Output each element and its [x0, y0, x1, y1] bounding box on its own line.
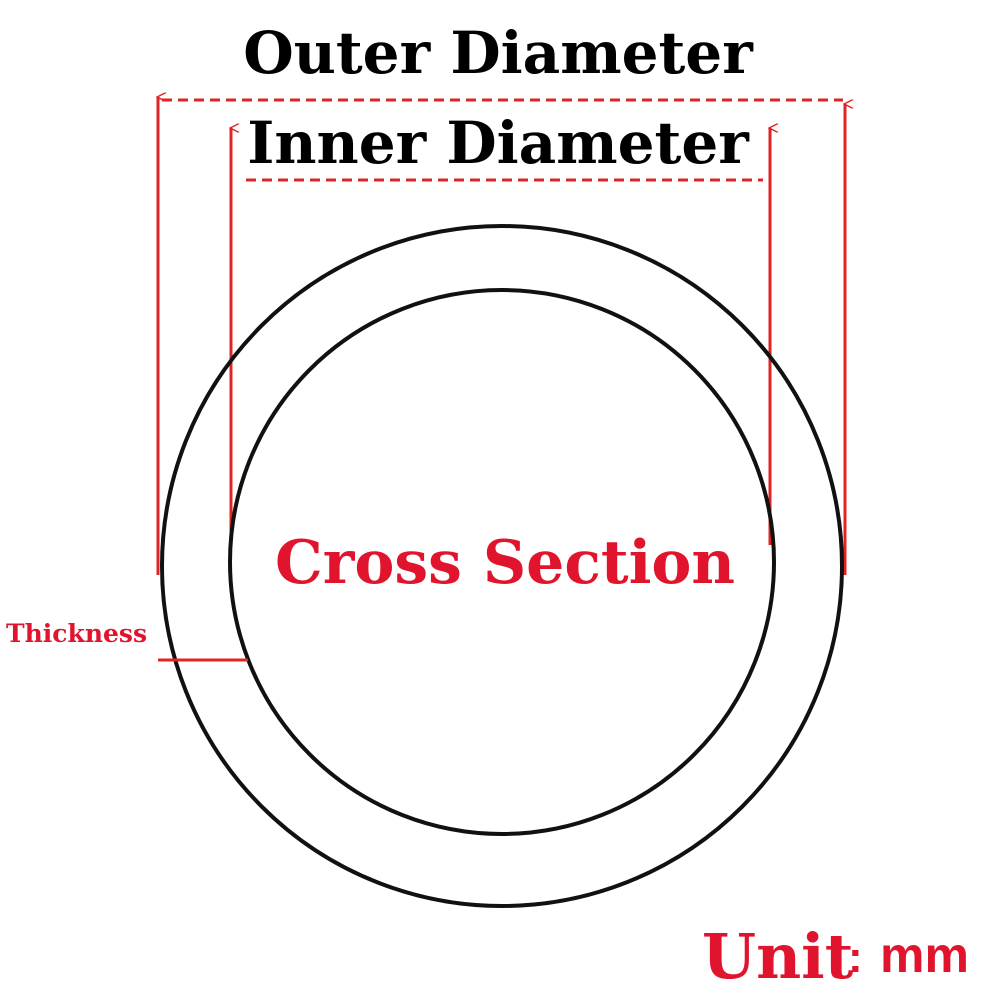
cross-section-label: Cross Section — [275, 528, 735, 598]
thickness-label: Thickness — [6, 619, 147, 648]
inner-diameter-dimension — [231, 128, 770, 545]
unit-colon: : — [848, 933, 863, 982]
inner-circle — [228, 288, 776, 836]
unit-value: mm — [880, 927, 969, 983]
outer-diameter-dimension — [158, 97, 845, 575]
unit-label: Unit — [702, 920, 854, 993]
outer-circle — [160, 224, 844, 908]
inner-diameter-label: Inner Diameter — [247, 109, 750, 177]
ring — [160, 224, 844, 908]
outer-diameter-label: Outer Diameter — [243, 19, 754, 87]
